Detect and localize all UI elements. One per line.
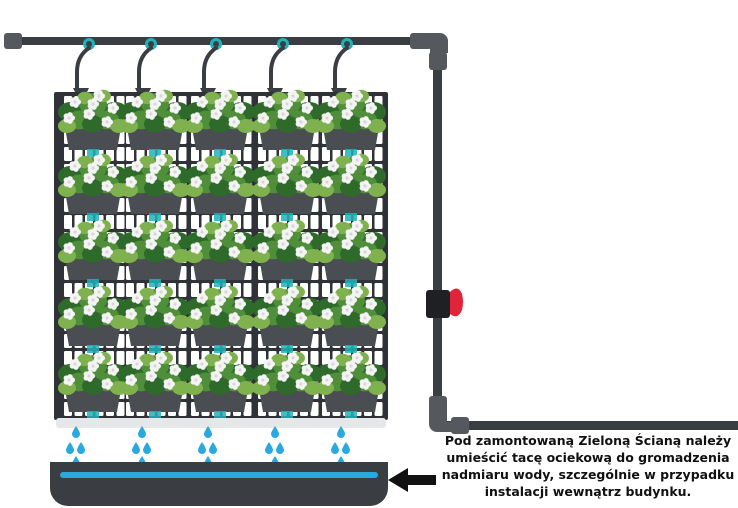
plant-pot	[316, 285, 386, 353]
water-drop-icon	[342, 442, 350, 454]
water-drop-icon	[66, 442, 74, 454]
plant-pot	[120, 89, 190, 157]
drip-tray-caption: Pod zamontowaną Zieloną Ścianą należy um…	[440, 432, 736, 500]
plant-pot	[185, 153, 255, 221]
caption-line: Pod zamontowaną Zieloną Ścianą należy	[444, 433, 732, 448]
fleece-strip	[56, 418, 386, 428]
plant-pot	[316, 219, 386, 287]
drip-line	[331, 38, 353, 96]
plant-pot	[58, 153, 128, 221]
plant-pot	[120, 285, 190, 353]
elbow-fitting	[430, 33, 448, 53]
coupler	[429, 52, 447, 70]
green-wall	[54, 89, 388, 428]
water-drop-icon	[337, 426, 345, 438]
plant-pot	[185, 219, 255, 287]
plant-pot	[185, 351, 255, 419]
drip-line	[267, 38, 289, 96]
caption-line: umieścić tacę ociekową do gromadzenia	[446, 450, 730, 465]
arrow-shape	[388, 468, 436, 492]
coupler	[429, 396, 447, 416]
elbow-fitting	[410, 33, 432, 49]
water-drop-icon	[265, 442, 273, 454]
caption-line: instalacji wewnątrz budynku.	[484, 484, 692, 499]
plant-pot	[252, 89, 322, 157]
water-drop-icon	[132, 442, 140, 454]
water-drop-icon	[331, 442, 339, 454]
valve-icon	[426, 290, 450, 318]
plant-pot	[120, 219, 190, 287]
tray-water	[60, 472, 378, 478]
plant-pot	[316, 153, 386, 221]
water-drop-icon	[209, 442, 217, 454]
arrow-left-icon	[388, 468, 436, 492]
plant-pot	[120, 153, 190, 221]
water-drop-icon	[72, 426, 80, 438]
valve-handle	[450, 288, 463, 317]
end-cap	[4, 33, 22, 49]
drip-tray	[50, 462, 388, 506]
water-drop-icon	[77, 442, 85, 454]
water-drop-icon	[204, 426, 212, 438]
water-drops	[66, 426, 350, 468]
drip-tray	[50, 462, 388, 506]
plant-pot	[120, 351, 190, 419]
plant-pot	[252, 351, 322, 419]
main-pipe	[8, 37, 440, 45]
drip-line	[73, 38, 95, 96]
plant-pot	[185, 89, 255, 157]
plant-pot	[58, 89, 128, 157]
riser-pipe	[433, 37, 442, 427]
plant-pot	[316, 89, 386, 157]
water-drop-icon	[198, 442, 206, 454]
water-drop-icon	[138, 426, 146, 438]
plant-pot	[185, 285, 255, 353]
feed-pipe	[433, 421, 738, 430]
coupler	[451, 417, 469, 434]
drip-line	[135, 38, 157, 96]
drip-line	[200, 38, 222, 96]
plant-pot	[58, 285, 128, 353]
plant-pot	[252, 285, 322, 353]
water-drop-icon	[271, 426, 279, 438]
caption-line: nadmiaru wody, szczególnie w przypadku	[441, 467, 735, 482]
plant-pot	[58, 351, 128, 419]
water-drop-icon	[276, 442, 284, 454]
water-drop-icon	[143, 442, 151, 454]
plant-pot	[316, 351, 386, 419]
